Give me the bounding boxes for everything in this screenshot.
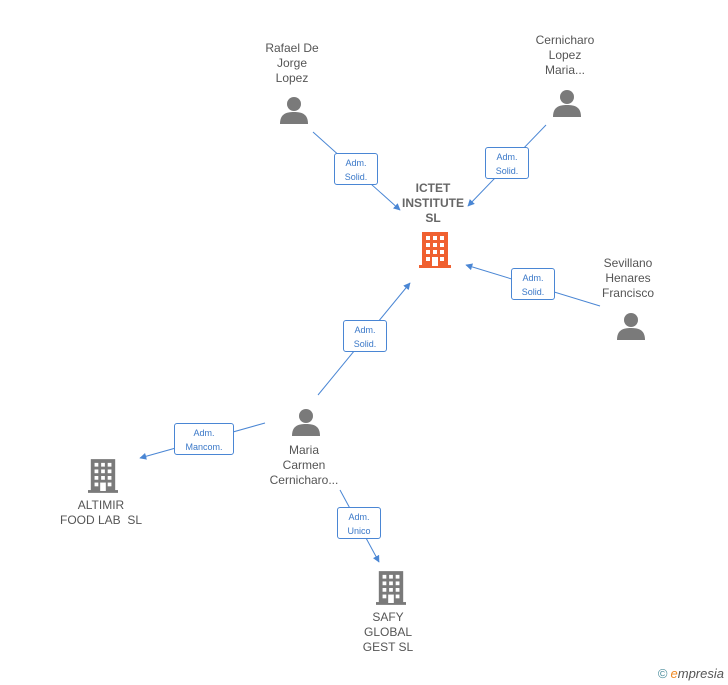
label-line: FOOD LAB SL (59, 513, 143, 527)
edge-label-line: Adm. (345, 158, 367, 168)
company-label-safy[interactable]: SAFY GLOBAL GEST SL (348, 610, 428, 655)
copyright-symbol: © (657, 666, 668, 681)
center-line: SL (425, 211, 441, 225)
brand-logo: empresia (671, 666, 724, 681)
label-line: Rafael De (265, 41, 319, 55)
person-label-cernicharo-lopez[interactable]: Cernicharo Lopez Maria... (525, 33, 605, 78)
edge-label-rafael[interactable]: Adm. Solid. (334, 153, 378, 185)
edge-label-line: Unico (347, 526, 371, 536)
edge-label-line: Solid. (353, 339, 377, 349)
label-line: Francisco (601, 286, 654, 300)
person-icon[interactable] (280, 96, 308, 124)
edge-label-line: Adm. (522, 273, 544, 283)
person-label-maria-carmen[interactable]: Maria Carmen Cernicharo... (258, 443, 350, 488)
label-line: Cernicharo... (269, 473, 339, 487)
edge-label-line: Solid. (495, 166, 519, 176)
label-line: Maria... (544, 63, 585, 77)
center-company-label[interactable]: ICTET INSTITUTE SL (392, 181, 474, 226)
label-line: SAFY (372, 610, 404, 624)
person-icon[interactable] (553, 89, 581, 117)
brand-rest: mpresia (677, 666, 724, 681)
center-line: INSTITUTE (402, 196, 464, 210)
person-icon[interactable] (617, 312, 645, 340)
label-line: Jorge (276, 56, 308, 70)
edge-label-line: Solid. (521, 287, 545, 297)
edge-label-maria-altimir[interactable]: Adm. Mancom. (174, 423, 234, 455)
edge-label-line: Mancom. (185, 442, 223, 452)
building-icon[interactable] (376, 571, 406, 605)
building-icon[interactable] (419, 232, 451, 268)
center-line: ICTET (415, 181, 451, 195)
label-line: GLOBAL (363, 625, 413, 639)
edge-label-line: Adm. (496, 152, 518, 162)
label-line: Lopez (548, 48, 582, 62)
company-label-altimir[interactable]: ALTIMIR FOOD LAB SL (50, 498, 152, 528)
label-line: Henares (605, 271, 651, 285)
edge-label-line: Adm. (354, 325, 376, 335)
label-line: Carmen (282, 458, 326, 472)
building-icon[interactable] (88, 459, 118, 493)
label-line: ALTIMIR (77, 498, 125, 512)
edge-label-line: Adm. (193, 428, 215, 438)
edge-label-maria-center[interactable]: Adm. Solid. (343, 320, 387, 352)
edge-label-sevillano[interactable]: Adm. Solid. (511, 268, 555, 300)
person-label-sevillano[interactable]: Sevillano Henares Francisco (588, 256, 668, 301)
label-line: Lopez (275, 71, 309, 85)
edge-label-maria-safy[interactable]: Adm. Unico (337, 507, 381, 539)
label-line: Maria (288, 443, 319, 457)
label-line: Cernicharo (535, 33, 595, 47)
label-line: GEST SL (362, 640, 414, 654)
watermark: ©empresia (658, 666, 724, 681)
brand-initial: e (670, 666, 678, 681)
person-icon[interactable] (292, 408, 320, 436)
edge-label-line: Solid. (344, 172, 368, 182)
edge-label-cernicharo[interactable]: Adm. Solid. (485, 147, 529, 179)
label-line: Sevillano (603, 256, 653, 270)
edge-label-line: Adm. (348, 512, 370, 522)
person-label-rafael[interactable]: Rafael De Jorge Lopez (252, 41, 332, 86)
